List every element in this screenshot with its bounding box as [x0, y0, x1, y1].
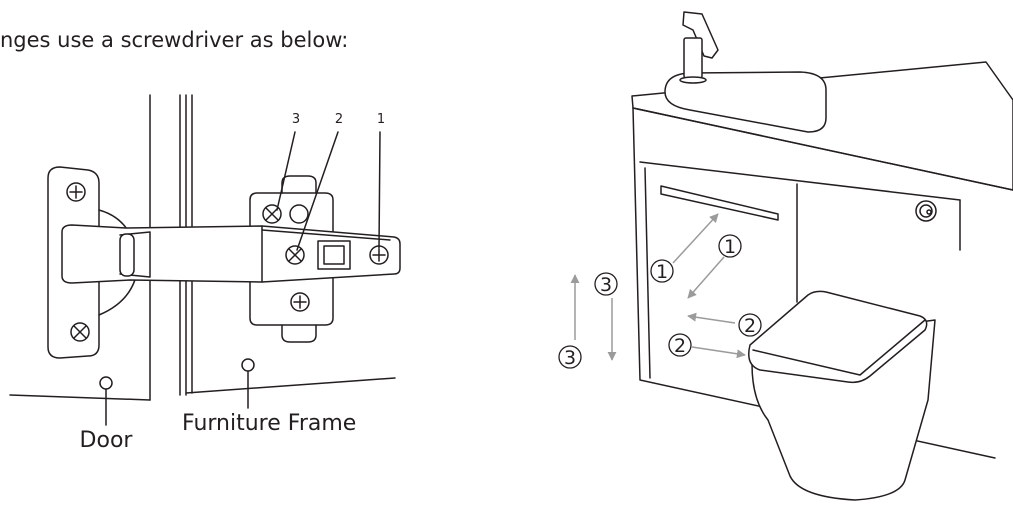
screw-number-2: 2 [335, 112, 343, 127]
step-marker-3a: 3 [600, 274, 612, 296]
screw-2 [285, 245, 305, 265]
vanity-unit-diagram: 1 1 3 3 2 2 [558, 11, 1013, 501]
step-marker-2a: 2 [744, 315, 756, 337]
arrow-2-left [687, 312, 736, 324]
arrow-1-down [687, 256, 725, 299]
door-label: Door [80, 428, 134, 453]
step-marker-2b: 2 [674, 335, 686, 357]
step-marker-1a: 1 [656, 261, 668, 283]
screw-3 [262, 204, 282, 224]
instruction-caption: nges use a screwdriver as below: [0, 28, 349, 52]
arrow-1-up [672, 213, 719, 264]
cup-screw-bottom [70, 322, 90, 342]
hinge-diagram: 3 2 1 Door Furniture Frame [9, 94, 401, 453]
furniture-frame-label: Furniture Frame [182, 411, 356, 436]
screw-number-1: 1 [377, 112, 385, 127]
arrow-2-right [691, 346, 746, 359]
cup-screw-top [66, 182, 86, 202]
step-marker-1b: 1 [724, 236, 736, 258]
screw-number-3: 3 [292, 112, 300, 127]
step-marker-3b: 3 [564, 347, 576, 369]
